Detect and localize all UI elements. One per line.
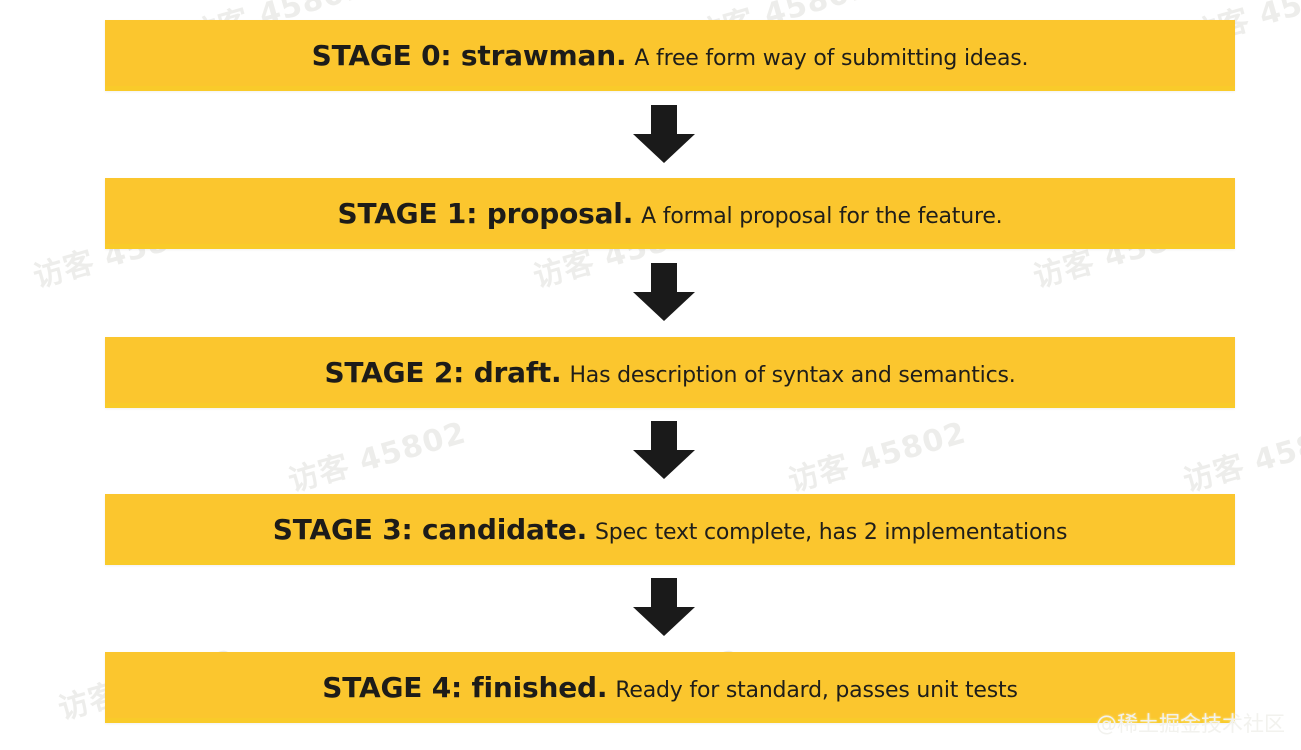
stage-text-4: STAGE 4: finished. Ready for standard, p… [322, 670, 1018, 704]
stage-text-3: STAGE 3: candidate. Spec text complete, … [272, 512, 1068, 546]
stage-bar-2[interactable]: STAGE 2: draft. Has description of synta… [105, 337, 1235, 408]
down-arrow-icon [633, 421, 695, 479]
stage-text-0: STAGE 0: strawman. A free form way of su… [311, 38, 1029, 72]
stage-description-0: A free form way of submitting ideas. [634, 45, 1029, 71]
stage-bar-4[interactable]: STAGE 4: finished. Ready for standard, p… [105, 652, 1235, 723]
stage-description-4: Ready for standard, passes unit tests [615, 677, 1018, 703]
stage-bar-3[interactable]: STAGE 3: candidate. Spec text complete, … [105, 494, 1235, 565]
stage-title-4: STAGE 4: finished. [322, 670, 608, 704]
stage-text-2: STAGE 2: draft. Has description of synta… [324, 355, 1016, 389]
stage-title-2: STAGE 2: draft. [324, 355, 562, 389]
corner-watermark: @稀土掘金技术社区 [1096, 712, 1285, 736]
down-arrow-icon [633, 263, 695, 321]
stage-bar-0[interactable]: STAGE 0: strawman. A free form way of su… [105, 20, 1235, 91]
stage-bar-1[interactable]: STAGE 1: proposal. A formal proposal for… [105, 178, 1235, 249]
stage-title-3: STAGE 3: candidate. [272, 512, 588, 546]
stage-description-2: Has description of syntax and semantics. [569, 362, 1016, 388]
stage-flow-list: STAGE 0: strawman. A free form way of su… [105, 0, 1235, 750]
stage-title-0: STAGE 0: strawman. [311, 38, 627, 72]
down-arrow-icon [633, 578, 695, 636]
stage-text-1: STAGE 1: proposal. A formal proposal for… [337, 196, 1003, 230]
stage-description-3: Spec text complete, has 2 implementation… [595, 519, 1068, 545]
stage-description-1: A formal proposal for the feature. [641, 203, 1003, 229]
stage-title-1: STAGE 1: proposal. [337, 196, 634, 230]
down-arrow-icon [633, 105, 695, 163]
